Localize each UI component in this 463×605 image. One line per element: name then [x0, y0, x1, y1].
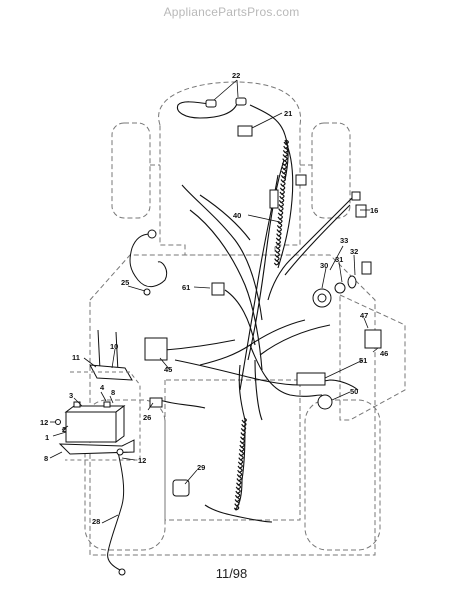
- cable-28-end: [118, 568, 126, 576]
- connector-16: [351, 191, 361, 201]
- leader-lines: [49, 79, 379, 524]
- callout-47: 47: [360, 311, 368, 320]
- plug-40: [295, 174, 307, 186]
- battery-body: [65, 411, 117, 443]
- battery-frame: [65, 371, 141, 461]
- cable-25: [129, 233, 168, 288]
- battery-bracket: [89, 364, 133, 381]
- callout-2: 2: [62, 425, 66, 434]
- battery-assembly: [55, 229, 168, 576]
- plate-45: [144, 337, 168, 361]
- seat-panel: [164, 379, 301, 521]
- callout-28: 28: [92, 517, 100, 526]
- callout-21: 21: [284, 109, 292, 118]
- callout-51: 51: [359, 356, 367, 365]
- callout-40: 40: [233, 211, 241, 220]
- watermark: AppliancePartsPros.com: [163, 5, 300, 19]
- callout-8-bottom: 8: [44, 454, 48, 463]
- cable-25-terminal: [147, 229, 157, 239]
- hold-down-rod-left: [97, 329, 101, 371]
- callout-12-left: 12: [40, 418, 48, 427]
- coil-lower: [233, 417, 247, 511]
- connector-26: [149, 397, 163, 408]
- headlight-connector-right: [205, 99, 217, 108]
- rear-right-wheel: [304, 399, 381, 551]
- ground-cable-28: [107, 451, 125, 571]
- module-46: [364, 329, 382, 349]
- key-switch-50: [317, 394, 333, 410]
- front-left-wheel: [111, 122, 151, 219]
- callout-46: 46: [380, 349, 388, 358]
- cable-28-lug: [116, 448, 124, 456]
- callout-61: 61: [182, 283, 190, 292]
- tractor-outline: [84, 81, 406, 556]
- right-console: [339, 294, 406, 421]
- wire-harness: [159, 99, 359, 523]
- switch-51: [296, 372, 326, 386]
- cable-25-lug: [143, 288, 151, 296]
- callout-1: 1: [45, 433, 49, 442]
- callout-29: 29: [197, 463, 205, 472]
- callout-8-top: 8: [111, 388, 115, 397]
- callout-10: 10: [110, 342, 118, 351]
- hood-outline: [158, 81, 302, 256]
- callout-30: 30: [320, 261, 328, 270]
- bracket-40: [269, 189, 279, 209]
- callout-labels: 22 21 16 40 33 32 31 30 25 61 47 46 10 1…: [40, 71, 388, 526]
- battery-tray: [58, 439, 135, 455]
- ignition-core: [317, 293, 327, 303]
- rear-left-wheel: [84, 399, 166, 551]
- nut-12: [55, 419, 61, 425]
- deck-outline: [89, 254, 376, 556]
- headlight-connector-left: [235, 97, 247, 106]
- hold-down-rod-right: [115, 331, 119, 373]
- switch-16: [355, 204, 367, 218]
- battery-terminal-pos: [103, 401, 111, 408]
- callout-26: 26: [143, 413, 151, 422]
- relay-61: [211, 282, 225, 296]
- coil-conduit: [233, 139, 289, 511]
- callout-12-right: 12: [138, 456, 146, 465]
- bezel-32: [347, 275, 357, 289]
- callout-32: 32: [350, 247, 358, 256]
- page-footer: 11/98: [215, 566, 248, 581]
- coil-upper: [273, 139, 289, 266]
- connector-21: [237, 125, 253, 137]
- callout-33: 33: [340, 236, 348, 245]
- callout-45: 45: [164, 365, 172, 374]
- front-right-wheel: [311, 122, 351, 219]
- switch-33: [361, 261, 372, 275]
- callout-22: 22: [232, 71, 240, 80]
- callout-50: 50: [350, 387, 358, 396]
- callout-11: 11: [72, 353, 80, 362]
- callout-3: 3: [69, 391, 73, 400]
- battery-side: [115, 405, 125, 443]
- callout-16: 16: [370, 206, 378, 215]
- callout-25: 25: [121, 278, 129, 287]
- nut-31: [334, 282, 346, 294]
- callout-31: 31: [335, 255, 343, 264]
- components: [144, 97, 382, 497]
- callout-4: 4: [100, 383, 105, 392]
